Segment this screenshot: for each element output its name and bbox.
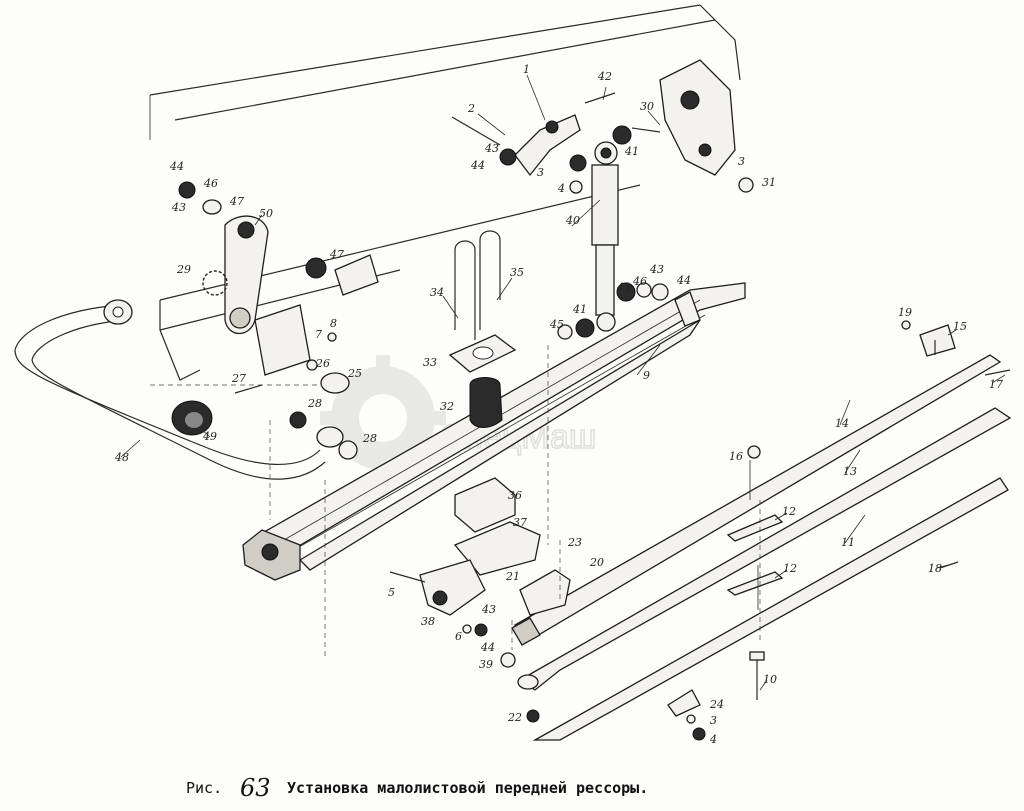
label-3c: 3 [710, 714, 717, 727]
label-49: 49 [202, 430, 217, 443]
label-43c: 43 [649, 263, 664, 276]
small-bracket [667, 689, 701, 717]
label-30: 30 [640, 100, 654, 113]
label-47a: 47 [229, 195, 244, 208]
label-28a: 28 [307, 397, 322, 410]
label-47b: 47 [329, 248, 344, 261]
shackle [419, 559, 571, 616]
label-24: 24 [709, 698, 724, 711]
label-10: 10 [763, 673, 777, 686]
label-15: 15 [953, 320, 967, 333]
label-41c: 41 [616, 281, 631, 294]
label-45: 45 [549, 318, 564, 331]
bolts [234, 92, 1011, 700]
label-21: 21 [505, 570, 520, 583]
label-38: 38 [421, 615, 435, 628]
label-44b: 44 [169, 160, 184, 173]
label-13: 13 [843, 465, 857, 478]
label-43b: 43 [171, 201, 186, 214]
label-14: 14 [835, 417, 849, 430]
lower-plates [453, 477, 541, 576]
label-34: 34 [430, 286, 444, 299]
label-19: 19 [898, 306, 912, 319]
label-43d: 43 [481, 603, 496, 616]
upper-bracket [514, 114, 581, 177]
label-33: 33 [423, 356, 437, 369]
label-44a: 44 [470, 159, 485, 172]
nuts-and-washers [178, 125, 911, 741]
part-labels: 1 2 3 3 3 4 4 5 6 7 8 9 10 11 12 12 13 1… [114, 63, 1003, 746]
leader-lines [120, 74, 1006, 691]
label-37: 37 [513, 516, 527, 529]
label-40: 40 [565, 214, 580, 227]
u-bolts [454, 230, 501, 340]
frame-mount-casting [659, 59, 736, 176]
label-41a: 41 [624, 145, 639, 158]
label-12b: 12 [783, 562, 797, 575]
label-7: 7 [315, 328, 322, 341]
label-29: 29 [176, 263, 191, 276]
label-44c: 44 [676, 274, 691, 287]
label-46a: 46 [203, 177, 218, 190]
label-2: 2 [467, 102, 475, 115]
label-27: 27 [231, 372, 246, 385]
spring-clamp [919, 324, 956, 357]
label-4b: 4 [709, 733, 717, 746]
label-3b: 3 [738, 155, 745, 168]
label-26: 26 [315, 357, 330, 370]
label-5: 5 [388, 586, 395, 599]
label-20: 20 [589, 556, 604, 569]
shock-absorber [591, 141, 619, 332]
label-8: 8 [330, 317, 337, 330]
label-18: 18 [928, 562, 942, 575]
label-11: 11 [841, 536, 855, 549]
caption-title: Установка малолистовой передней рессоры. [287, 779, 648, 797]
label-44d: 44 [480, 641, 495, 654]
caption-number: 63 [240, 774, 271, 802]
label-32: 32 [440, 400, 454, 413]
spring-pad [448, 334, 517, 428]
caption-prefix: Рис. [186, 779, 222, 797]
anti-roll-bar [14, 299, 326, 480]
label-9: 9 [643, 369, 650, 382]
label-31: 31 [762, 176, 776, 189]
label-1: 1 [523, 63, 530, 76]
figure-caption: Рис. 63 Установка малолистовой передней … [186, 774, 648, 802]
label-25: 25 [347, 367, 362, 380]
alignment-lines [150, 345, 761, 660]
link-arm [224, 215, 269, 335]
label-36: 36 [508, 489, 522, 502]
label-6: 6 [455, 630, 462, 643]
label-50: 50 [259, 207, 273, 220]
label-12a: 12 [782, 505, 796, 518]
label-42: 42 [597, 70, 612, 83]
label-35: 35 [510, 266, 524, 279]
label-41b: 41 [572, 303, 587, 316]
label-23: 23 [567, 536, 582, 549]
label-48: 48 [114, 451, 129, 464]
label-17: 17 [989, 378, 1003, 391]
label-16: 16 [729, 450, 743, 463]
label-4a: 4 [557, 182, 565, 195]
label-28b: 28 [362, 432, 377, 445]
label-43a: 43 [484, 142, 499, 155]
label-46b: 46 [632, 275, 647, 288]
label-22: 22 [507, 711, 522, 724]
lower-leaves [511, 354, 1012, 741]
label-3a: 3 [537, 166, 544, 179]
label-39: 39 [479, 658, 493, 671]
